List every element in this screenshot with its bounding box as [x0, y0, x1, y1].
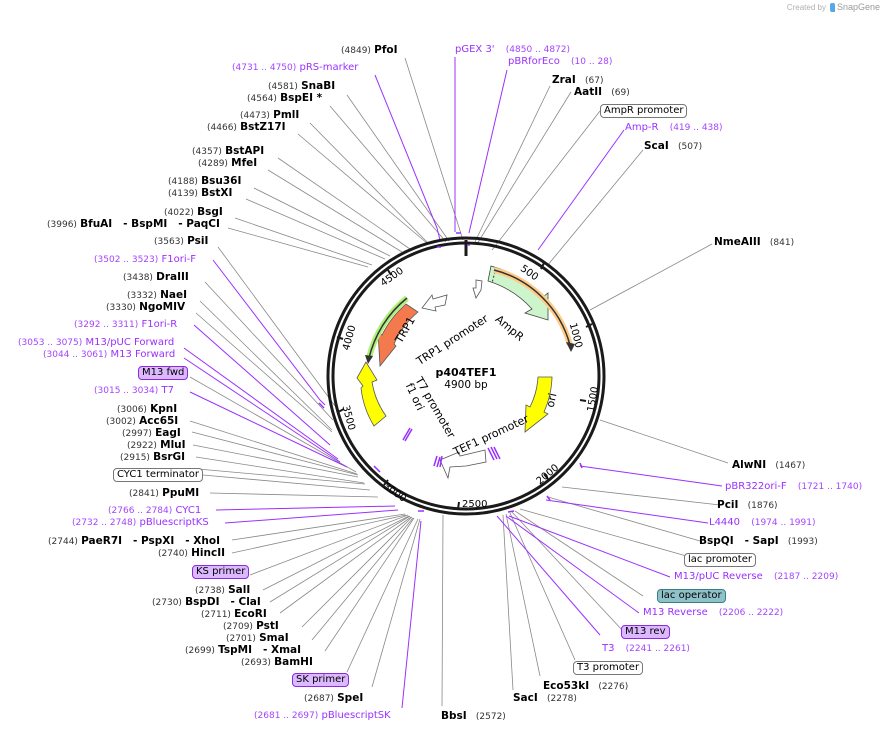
primer-m13-reverse[interactable]: M13 Reverse (2206 .. 2222) — [643, 607, 784, 618]
primer-pbluescriptks[interactable]: (2732 .. 2748) pBluescriptKS — [72, 517, 209, 528]
primer-prs-marker[interactable]: (4731 .. 4750) pRS-marker — [232, 62, 359, 73]
plasmid-length: 4900 bp — [444, 379, 488, 391]
feature-ampr-promoter-arrow[interactable] — [472, 279, 483, 299]
site-smai[interactable]: (2701) SmaI — [226, 632, 289, 644]
primer-leader-lines — [183, 57, 723, 709]
enzyme-leader-lines — [189, 57, 729, 707]
site-bstz17i[interactable]: (4466) BstZ17I — [207, 121, 286, 133]
primer-m13-puc-forward[interactable]: (3053 .. 3075) M13/pUC Forward — [18, 337, 175, 348]
orf-orange-arrowhead — [566, 342, 575, 352]
site-bamhi[interactable]: (2693) BamHI — [241, 656, 313, 668]
site-bspqi-sapi[interactable]: BspQI - SapI (1993) — [699, 535, 818, 547]
site-bstapi[interactable]: (4357) BstAPI — [192, 145, 265, 157]
backbone-outer — [326, 236, 606, 516]
site-acc65i[interactable]: (3002) Acc65I — [106, 415, 179, 427]
feature-f1ori-arrow[interactable] — [356, 361, 387, 427]
primer-f1ori-f[interactable]: (3502 .. 3523) F1ori-F — [94, 254, 196, 265]
feature-ori-arrow[interactable] — [524, 376, 553, 433]
snapgene-credit: Created by SnapGene — [787, 2, 880, 12]
primer-pbr322ori-f[interactable]: pBR322ori-F (1721 .. 1740) — [725, 481, 863, 492]
feature-t3-promoter-box[interactable]: T3 promoter — [573, 661, 644, 675]
site-ecori[interactable]: (2711) EcoRI — [201, 608, 267, 620]
site-saci[interactable]: SacI (2278) — [513, 692, 577, 704]
primer-t3[interactable]: T3 (2241 .. 2261) — [602, 643, 690, 654]
site-snabi[interactable]: (4581) SnaBI — [268, 80, 336, 92]
primer-m13-forward[interactable]: (3044 .. 3061) M13 Forward — [43, 349, 176, 360]
primer-f1ori-r[interactable]: (3292 .. 3311) F1ori-R — [74, 319, 178, 330]
site-bstxi[interactable]: (4139) BstXI — [168, 187, 233, 199]
plasmid-name: p404TEF1 — [435, 366, 497, 379]
feature-trp1-promoter-arrow[interactable] — [421, 294, 448, 312]
site-eco53ki[interactable]: Eco53kI (2276) — [543, 680, 629, 692]
site-sali[interactable]: (2738) SalI — [195, 584, 251, 596]
feature-ks-primer-box[interactable]: KS primer — [192, 565, 250, 579]
orf-green-arrowhead — [365, 355, 373, 364]
label-trp1-promoter: TRP1 promoter — [413, 312, 491, 369]
ampr-split-line — [491, 267, 497, 284]
site-scai[interactable]: ScaI (507) — [644, 140, 703, 152]
site-psti[interactable]: (2709) PstI — [223, 620, 279, 632]
site-pfoi[interactable]: (4849) PfoI — [341, 44, 398, 56]
site-spei[interactable]: (2687) SpeI — [304, 692, 364, 704]
primer-pgex-3[interactable]: pGEX 3' (4850 .. 4872) — [455, 44, 571, 55]
site-bsrgi[interactable]: (2915) BsrGI — [120, 451, 186, 463]
site-mlui[interactable]: (2922) MluI — [127, 439, 186, 451]
feature-cyc1-terminator-box[interactable]: CYC1 terminator — [113, 468, 204, 482]
site-bfuai-bspmi-paqci[interactable]: (3996) BfuAI - BspMI - PaqCI — [47, 218, 220, 230]
site-tspmi-xmai[interactable]: (2699) TspMI - XmaI — [185, 644, 302, 656]
primer-m13-puc-reverse[interactable]: M13/pUC Reverse (2187 .. 2209) — [674, 571, 839, 582]
orf-green-line — [368, 297, 408, 359]
credit-prefix: Created by — [786, 2, 826, 12]
label-ampr: AmpR — [493, 313, 527, 344]
site-eagi[interactable]: (2997) EagI — [122, 427, 181, 439]
snapgene-logo-icon — [829, 2, 835, 12]
site-aatii[interactable]: AatII (69) — [574, 86, 630, 98]
site-mfei[interactable]: (4289) MfeI — [198, 157, 258, 169]
credit-brand: SnapGene — [836, 2, 880, 12]
site-bsgi[interactable]: (4022) BsgI — [164, 206, 223, 218]
primer-amp-r[interactable]: Amp-R (419 .. 438) — [625, 122, 723, 133]
site-alwni[interactable]: AlwNI (1467) — [732, 459, 806, 471]
label-tef1-promoter: TEF1 promoter — [450, 412, 531, 459]
feature-m13-fwd-box[interactable]: M13 fwd — [138, 366, 189, 380]
site-bbsi[interactable]: BbsI (2572) — [441, 710, 506, 722]
feature-m13-rev-box[interactable]: M13 rev — [621, 625, 670, 639]
site-nmeaiii[interactable]: NmeAIII (841) — [714, 236, 795, 248]
site-zrai[interactable]: ZraI (67) — [552, 74, 604, 86]
site-naei[interactable]: (3332) NaeI — [127, 289, 188, 301]
orf-orange-line — [493, 269, 571, 346]
primer-l4440[interactable]: L4440 (1974 .. 1991) — [709, 517, 816, 528]
svg-text:3000: 3000 — [381, 481, 408, 505]
primer-site-marks — [318, 232, 583, 513]
tick-marks — [336, 262, 593, 510]
svg-text:4000: 4000 — [341, 324, 358, 351]
site-psii[interactable]: (3563) PsiI — [154, 235, 209, 247]
feature-tef1-promoter-arrow[interactable] — [439, 449, 487, 480]
feature-ampr-promoter-box[interactable]: AmpR promoter — [600, 104, 688, 118]
primer-cyc1[interactable]: (2766 .. 2784) CYC1 — [108, 505, 202, 516]
site-kpni[interactable]: (3006) KpnI — [117, 403, 178, 415]
svg-text:4500: 4500 — [379, 265, 406, 289]
feature-lac-promoter-box[interactable]: lac promoter — [684, 553, 756, 567]
feature-trp1-arrow[interactable] — [377, 303, 419, 368]
primer-pbluescriptsk[interactable]: (2681 .. 2697) pBluescriptSK — [254, 710, 391, 721]
site-bspdi-clai[interactable]: (2730) BspDI - ClaI — [152, 596, 261, 608]
primer-t7[interactable]: (3015 .. 3034) T7 — [94, 385, 174, 396]
site-draiii[interactable]: (3438) DraIII — [123, 271, 189, 283]
primer-pbrforeco[interactable]: pBRforEco (10 .. 28) — [508, 56, 613, 67]
site-ppumi[interactable]: (2841) PpuMI — [129, 487, 200, 499]
site-bspei[interactable]: (4564) BspEI * — [247, 92, 323, 104]
site-hincii[interactable]: (2740) HincII — [158, 547, 226, 559]
feature-sk-primer-box[interactable]: SK primer — [292, 673, 350, 687]
site-ngomiv[interactable]: (3330) NgoMIV — [106, 301, 186, 313]
site-bsu36i[interactable]: (4188) Bsu36I — [168, 175, 242, 187]
svg-text:1500: 1500 — [586, 386, 601, 413]
site-pcii[interactable]: PciI (1876) — [717, 499, 778, 511]
feature-lac-operator-box[interactable]: lac operator — [657, 589, 726, 603]
svg-text:2500: 2500 — [462, 499, 487, 510]
label-ori: ori — [544, 392, 560, 409]
site-paer7i-pspxi-xhoi[interactable]: (2744) PaeR7I - PspXI - XhoI — [48, 535, 220, 547]
site-pmli[interactable]: (4473) PmlI — [240, 109, 300, 121]
